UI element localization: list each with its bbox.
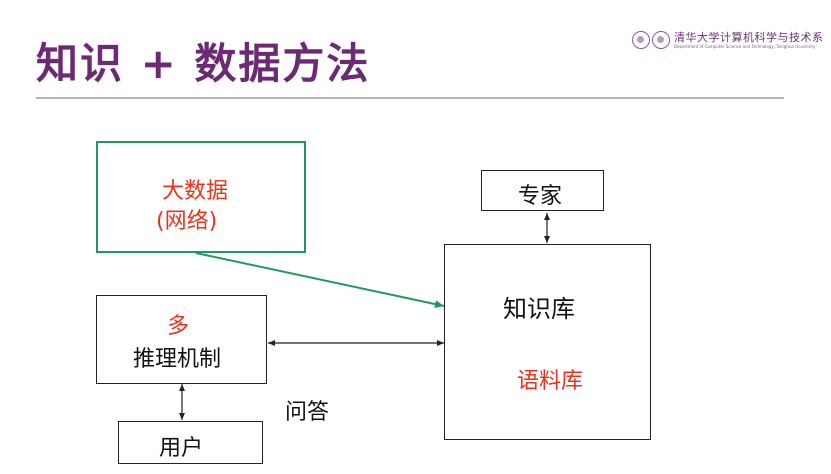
- corpus-label: 语料库: [517, 369, 584, 394]
- slide-title: 知识 + 数据方法: [36, 39, 371, 88]
- qa-label: 问答: [285, 400, 330, 425]
- knowledge-base-node: 知识库 语料库: [444, 244, 651, 440]
- knowledge-base-label: 知识库: [503, 295, 575, 323]
- user-node: 用户: [118, 421, 263, 464]
- emblem-icon: [652, 31, 670, 49]
- university-logo: 清华大学计算机科学与技术系 Department of Computer Sci…: [632, 28, 823, 54]
- logo-subtitle: Department of Computer Science and Techn…: [674, 44, 816, 49]
- seal-icon: [632, 31, 650, 49]
- multi-label: 多: [167, 314, 190, 339]
- big-data-node: 大数据 (网络): [96, 141, 306, 253]
- expert-node: 专家: [481, 170, 604, 211]
- logo-name: 清华大学计算机科学与技术系: [674, 31, 824, 44]
- user-label: 用户: [159, 436, 204, 461]
- network-label: (网络): [156, 209, 218, 234]
- reasoning-node: 多 推理机制: [96, 295, 267, 384]
- title-divider: [36, 97, 784, 99]
- reasoning-label: 推理机制: [133, 347, 222, 372]
- big-data-label: 大数据: [162, 179, 229, 204]
- expert-label: 专家: [518, 184, 563, 209]
- edge-bigdata-to-knowledge: [195, 252, 445, 309]
